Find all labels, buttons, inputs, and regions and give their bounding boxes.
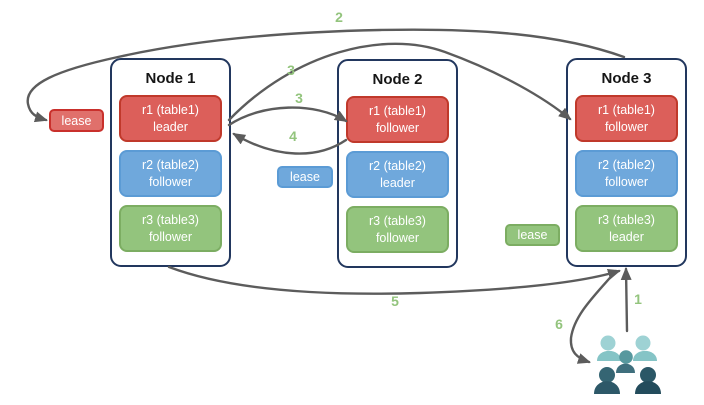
arrow-step-3-to-node2 bbox=[227, 106, 348, 127]
replica-label: r1 (table1) bbox=[142, 103, 199, 118]
replica-role: follower bbox=[148, 229, 193, 244]
lease-label: lease bbox=[290, 170, 320, 184]
replica-r3-node3: r3 (table3) leader bbox=[575, 205, 678, 252]
replica-r1-node2: r1 (table1) follower bbox=[346, 96, 449, 143]
replica-label: r2 (table2) bbox=[142, 158, 199, 173]
replica-role: leader bbox=[609, 229, 644, 244]
node-1: Node 1 r1 (table1) leader r2 (table2) fo… bbox=[110, 58, 231, 267]
replica-label: r3 (table3) bbox=[142, 213, 199, 228]
step-label-3b: 3 bbox=[295, 90, 303, 106]
replica-role: follower bbox=[375, 120, 420, 135]
step-label-3a: 3 bbox=[287, 62, 295, 78]
node-title: Node 3 bbox=[601, 70, 652, 87]
step-label-2: 2 bbox=[335, 9, 343, 25]
lease-label: lease bbox=[517, 228, 548, 242]
replica-r1-node3: r1 (table1) follower bbox=[575, 95, 678, 142]
arrow-step-1 bbox=[620, 267, 632, 333]
replica-r2-node3: r2 (table2) follower bbox=[575, 150, 678, 197]
step-label-6: 6 bbox=[555, 316, 563, 332]
lease-badge-red: lease bbox=[49, 109, 104, 132]
replica-label: r2 (table2) bbox=[369, 159, 426, 174]
arrow-step-5 bbox=[167, 265, 621, 295]
replica-r1-node1: r1 (table1) leader bbox=[119, 95, 222, 142]
replica-role: follower bbox=[375, 230, 420, 245]
replica-role: follower bbox=[148, 174, 193, 189]
replica-label: r1 (table1) bbox=[369, 104, 426, 119]
step-label-5: 5 bbox=[391, 293, 399, 309]
lease-badge-blue: lease bbox=[277, 166, 333, 188]
replica-label: r3 (table3) bbox=[369, 214, 426, 229]
replica-role: leader bbox=[380, 175, 415, 190]
lease-label: lease bbox=[61, 113, 92, 128]
users-group-icon bbox=[594, 335, 661, 394]
replica-role: leader bbox=[153, 119, 188, 134]
replica-label: r2 (table2) bbox=[598, 158, 655, 173]
step-label-1: 1 bbox=[634, 291, 642, 307]
replica-r2-node2: r2 (table2) leader bbox=[346, 151, 449, 198]
replica-role: follower bbox=[604, 174, 649, 189]
node-3: Node 3 r1 (table1) follower r2 (table2) … bbox=[566, 58, 687, 267]
replica-r2-node1: r2 (table2) follower bbox=[119, 150, 222, 197]
lease-badge-green: lease bbox=[505, 224, 560, 246]
node-title: Node 1 bbox=[145, 70, 196, 87]
replica-role: follower bbox=[604, 119, 649, 134]
replica-label: r1 (table1) bbox=[598, 103, 655, 118]
replica-r3-node1: r3 (table3) follower bbox=[119, 205, 222, 252]
replica-label: r3 (table3) bbox=[598, 213, 655, 228]
replica-r3-node2: r3 (table3) follower bbox=[346, 206, 449, 253]
step-label-4: 4 bbox=[289, 128, 297, 144]
node-title: Node 2 bbox=[372, 71, 423, 88]
node-2: Node 2 r1 (table1) follower r2 (table2) … bbox=[337, 59, 458, 268]
